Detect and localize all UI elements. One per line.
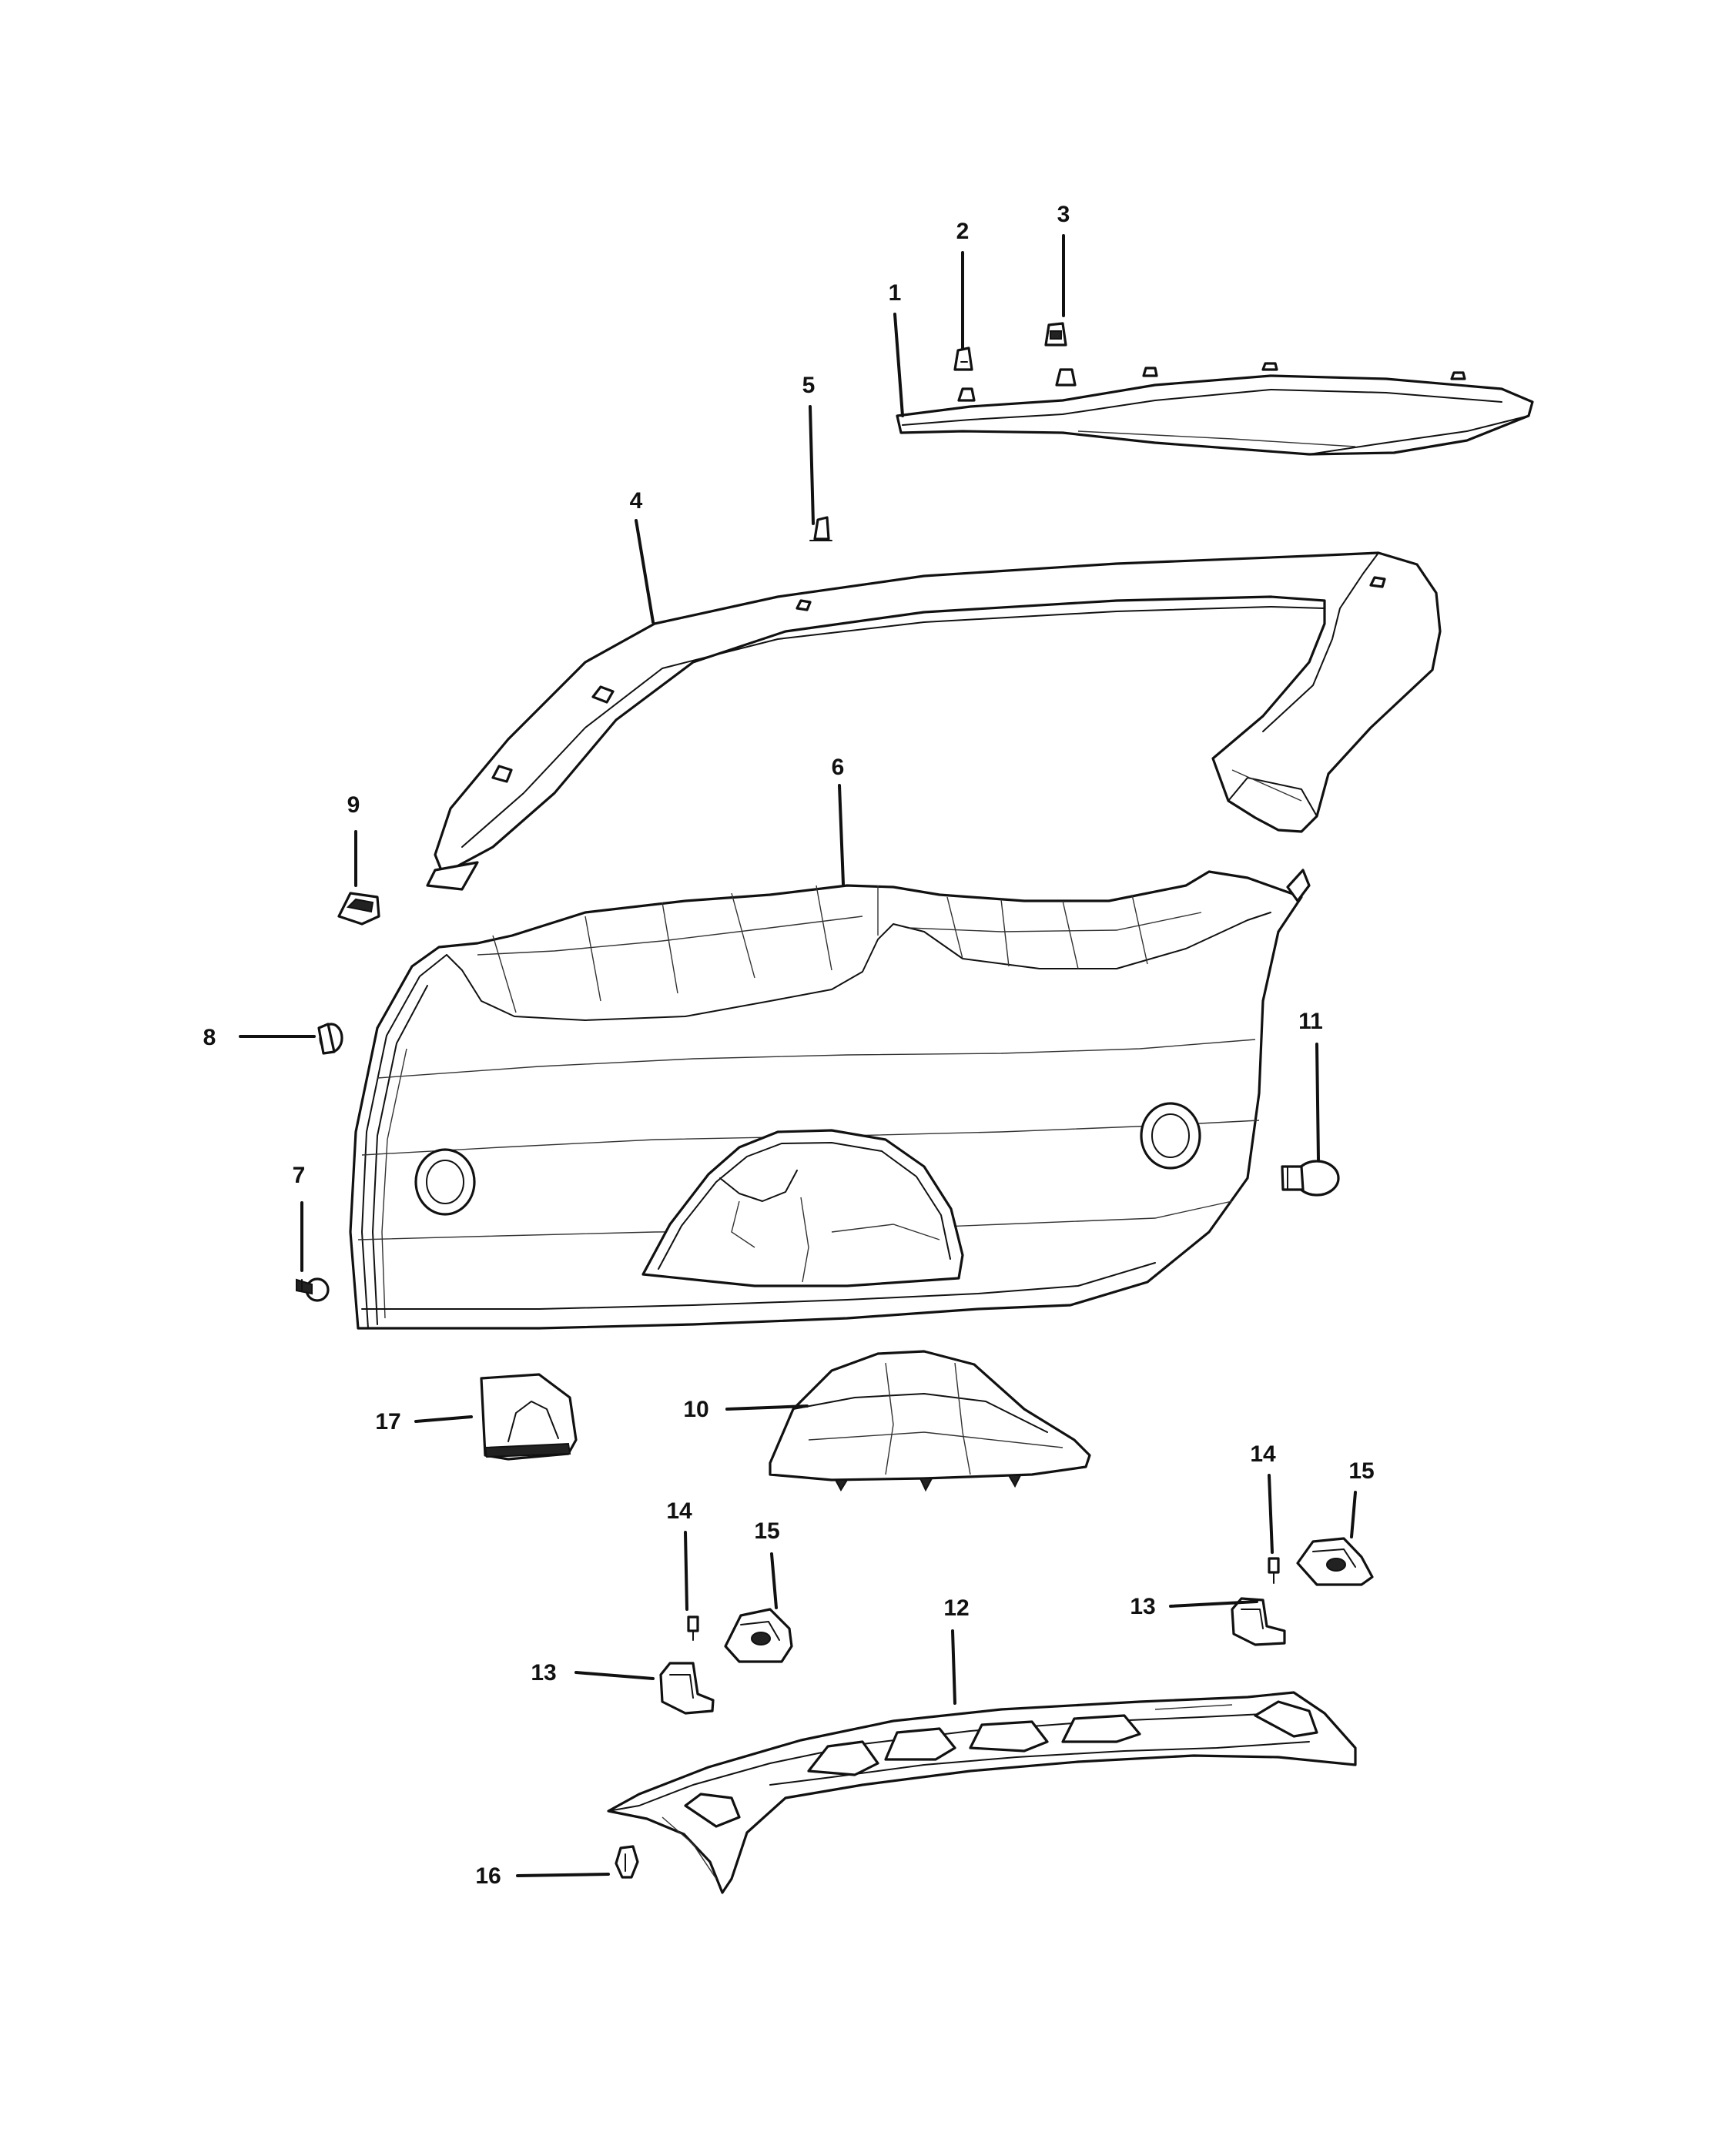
callout-9: 9: [347, 792, 360, 818]
leader-17: [414, 1415, 473, 1423]
callout-12: 12: [943, 1595, 969, 1621]
part-16-clip: [615, 1845, 639, 1879]
part-8-push-fastener: [317, 1023, 343, 1055]
leader-lines: [239, 234, 1357, 1877]
leader-11: [1315, 1043, 1320, 1161]
callout-15-left: 15: [754, 1518, 779, 1544]
part-3-retainer: [1044, 322, 1067, 346]
part-5-push-pin: [809, 516, 832, 541]
callout-17: 17: [375, 1409, 400, 1435]
leader-5: [809, 405, 815, 525]
leader-10: [725, 1404, 809, 1411]
callout-10: 10: [683, 1397, 708, 1422]
leader-1: [893, 313, 904, 417]
part-13-bracket-right: [1231, 1597, 1286, 1646]
part-17-bezel: [480, 1373, 578, 1461]
part-6-liftgate-trim-panel: [349, 869, 1311, 1330]
part-7-screw: [296, 1277, 330, 1302]
callout-labels: 1 2 3 4 5 6 7 8 9 10 11 12 13 13 14 14 1…: [203, 202, 1375, 1889]
leader-13a: [574, 1671, 655, 1680]
callout-13-right: 13: [1130, 1594, 1155, 1619]
part-14-screw-left: [687, 1615, 699, 1641]
leader-12: [951, 1629, 956, 1705]
leader-14a: [684, 1531, 688, 1611]
part-14-screw-right: [1268, 1557, 1280, 1584]
callout-8: 8: [203, 1025, 216, 1050]
part-13-bracket-left: [659, 1662, 715, 1715]
callout-2: 2: [956, 219, 970, 244]
part-15-cover-left: [724, 1608, 793, 1663]
part-15-cover-right: [1296, 1537, 1374, 1586]
callout-13-left: 13: [531, 1660, 556, 1686]
leader-13b: [1169, 1600, 1258, 1608]
callout-3: 3: [1057, 202, 1070, 227]
callout-15-right: 15: [1348, 1458, 1374, 1484]
callout-6: 6: [832, 755, 845, 780]
part-12-lower-scuff-panel: [607, 1691, 1357, 1894]
callout-7: 7: [293, 1163, 306, 1188]
leader-15b: [1350, 1491, 1357, 1538]
callout-16: 16: [475, 1863, 501, 1889]
leader-14b: [1268, 1474, 1274, 1554]
callout-1: 1: [889, 280, 902, 306]
part-1-header-trim: [896, 362, 1534, 456]
callout-11: 11: [1298, 1009, 1323, 1034]
callout-14-left: 14: [666, 1498, 692, 1524]
part-10-handle-pad: [769, 1350, 1091, 1492]
part-11-push-fastener: [1281, 1160, 1340, 1197]
leader-16: [516, 1873, 610, 1877]
leader-15a: [770, 1552, 778, 1609]
part-9-retainer: [337, 892, 380, 926]
callout-5: 5: [802, 373, 816, 398]
part-2-clip: [953, 346, 973, 371]
callout-14-right: 14: [1250, 1441, 1276, 1467]
part-4-upper-surround-trim: [426, 551, 1442, 891]
callout-4: 4: [630, 488, 643, 514]
leader-4: [635, 519, 655, 624]
leader-6: [838, 784, 845, 886]
